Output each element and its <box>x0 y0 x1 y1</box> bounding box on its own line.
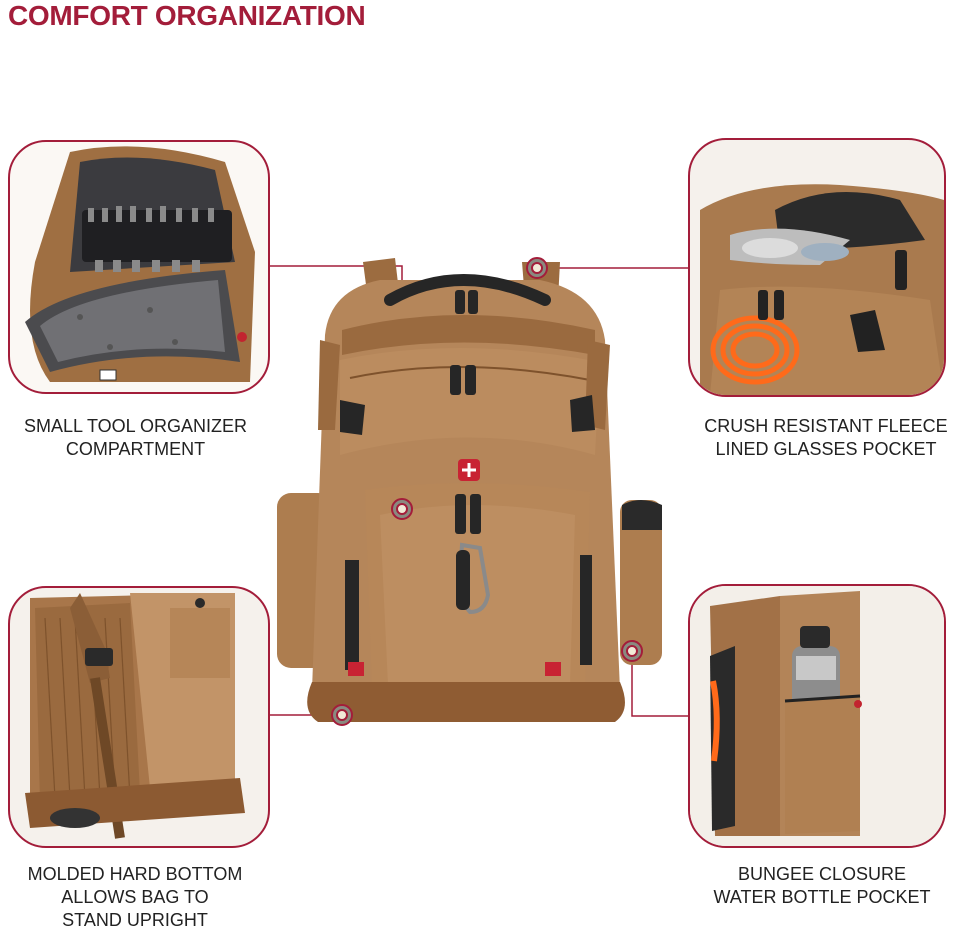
caption-line: ALLOWS BAG TO <box>61 887 209 907</box>
caption-line: LINED GLASSES POCKET <box>715 439 937 459</box>
caption-line: CRUSH RESISTANT FLEECE <box>704 416 948 436</box>
caption-line: BUNGEE CLOSURE <box>737 864 907 884</box>
caption-line: SMALL TOOL ORGANIZER <box>23 416 248 436</box>
caption-glasses-pocket: CRUSH RESISTANT FLEECE LINED GLASSES POC… <box>695 415 954 461</box>
glasses-pocket-image <box>688 138 946 397</box>
caption-line: COMPARTMENT <box>65 439 206 459</box>
water-bottle-pocket-image <box>688 584 946 848</box>
caption-line: WATER BOTTLE POCKET <box>713 887 931 907</box>
caption-line: MOLDED HARD BOTTOM <box>27 864 243 884</box>
caption-water-bottle-pocket: BUNGEE CLOSURE WATER BOTTLE POCKET <box>697 863 947 909</box>
page-title: COMFORT ORGANIZATION <box>8 0 366 31</box>
molded-bottom-image <box>8 586 270 848</box>
caption-tool-organizer: SMALL TOOL ORGANIZER COMPARTMENT <box>8 415 263 461</box>
caption-line: STAND UPRIGHT <box>62 910 208 930</box>
tool-organizer-image <box>8 140 270 394</box>
caption-molded-bottom: MOLDED HARD BOTTOM ALLOWS BAG TO STAND U… <box>6 863 264 932</box>
